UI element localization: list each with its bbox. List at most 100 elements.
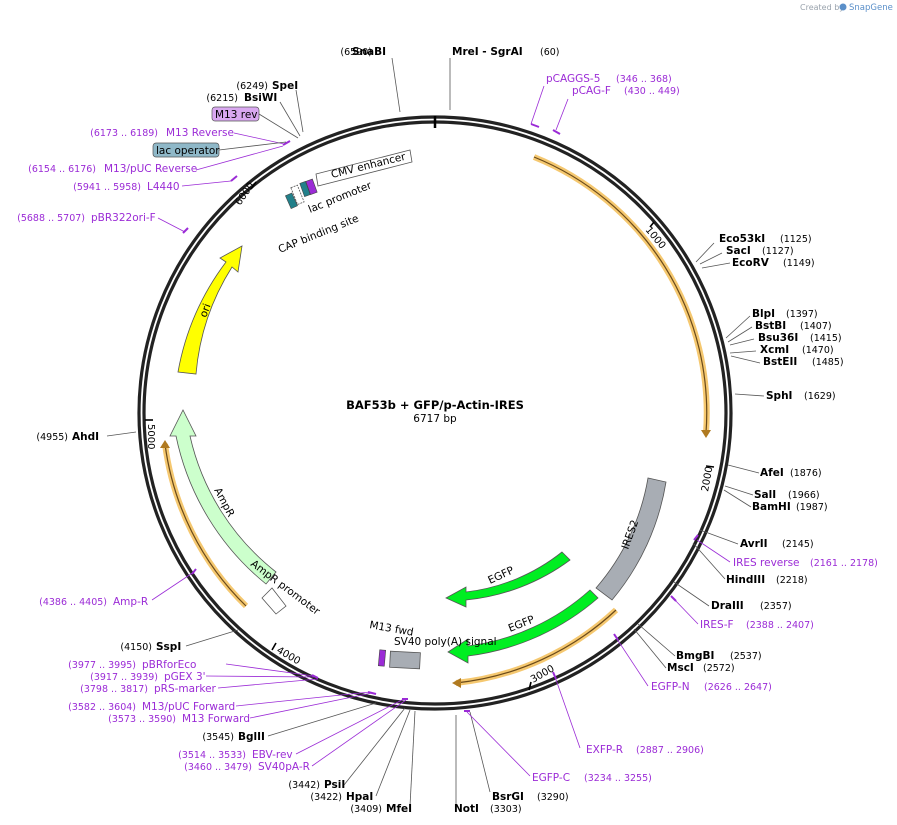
lac-operator-label: lac operator: [156, 145, 220, 157]
primer-name: pGEX 3': [164, 671, 206, 683]
enzyme-name: AhdI: [72, 431, 99, 443]
primer-name: Amp-R: [113, 596, 148, 608]
tick-2000: [705, 465, 715, 468]
primer-pos: (2388 .. 2407): [746, 620, 814, 631]
orf-ring-bottom-line: [455, 609, 617, 684]
primer-pos: (6154 .. 6176): [28, 164, 96, 175]
primer-pos: (346 .. 368): [616, 74, 672, 85]
primer-pos: (5941 .. 5958): [73, 182, 141, 193]
enzyme-name: AfeI: [760, 467, 784, 479]
enzyme-pos: (2218): [776, 575, 808, 586]
primer-pos: (3798 .. 3817): [80, 684, 148, 695]
enzyme-pos: (6249): [236, 81, 268, 92]
enzyme-pos: (3409): [350, 804, 382, 815]
tick-label-5000: 5000: [145, 424, 156, 449]
primer-name: M13 Forward: [182, 713, 250, 725]
enzyme-name: SalI: [754, 489, 776, 501]
primer-name: pBRforEco: [142, 659, 196, 671]
enzyme-name: BsrGI: [492, 791, 524, 803]
enzyme-pos: (60): [540, 47, 560, 58]
enzyme-pos: (1397): [786, 309, 818, 320]
primer-name: pBR322ori-F: [91, 212, 156, 224]
enzyme-name: BlpI: [752, 308, 775, 320]
ori-arrow: [177, 245, 243, 375]
primer-mark-m13rev: [282, 140, 291, 146]
primer-name: M13/pUC Reverse: [104, 163, 197, 175]
created-by-text: Created by: [800, 3, 844, 12]
m13-rev-feature: [305, 178, 318, 195]
primer-name: EBV-rev: [252, 749, 293, 761]
enzyme-pos: (6215): [206, 93, 238, 104]
primer-pos: (3977 .. 3995): [68, 660, 136, 671]
m13-fwd-label: M13 fwd: [368, 619, 414, 639]
primer-pos: (3234 .. 3255): [584, 773, 652, 784]
primer-name: EGFP-C: [532, 772, 570, 784]
enzyme-pos: (1485): [812, 357, 844, 368]
enzyme-pos: (3442): [288, 780, 320, 791]
tick-4000: [271, 642, 277, 651]
tick-1000: [649, 221, 655, 228]
enzyme-name: SacI: [726, 245, 751, 257]
enzyme-name: EcoRV: [732, 257, 770, 269]
enzyme-name: MscI: [667, 662, 694, 674]
primer-name: pCAGGS-5: [546, 73, 600, 85]
enzyme-name: BstBI: [755, 320, 786, 332]
sv40-polya-feature: [389, 650, 421, 670]
primer-pos: (3460 .. 3479): [184, 762, 252, 773]
orf-left-arrow-icon: [160, 440, 170, 448]
enzyme-pos: (1127): [762, 246, 794, 257]
primer-pos: (430 .. 449): [624, 86, 680, 97]
sv40-polya-label: SV40 poly(A) signal: [394, 636, 497, 648]
enzyme-name: AvrII: [740, 538, 768, 550]
enzyme-name: PsiI: [324, 779, 345, 791]
primer-mark-pcaggs5: [530, 123, 540, 128]
enzyme-pos: (2537): [730, 651, 762, 662]
cap-binding-site-label: CAP binding site: [277, 213, 361, 256]
primer-name: M13 Reverse: [166, 127, 234, 139]
enzyme-pos: (4150): [120, 642, 152, 653]
primer-pos: (2626 .. 2647): [704, 682, 772, 693]
enzyme-pos: (1987): [796, 502, 828, 513]
brand-text: SnapGene: [849, 3, 893, 13]
primer-pos: (6173 .. 6189): [90, 128, 158, 139]
ampr-arrow: [169, 409, 277, 585]
enzyme-name: BstEII: [763, 356, 797, 368]
orf-ring-left-line: [164, 443, 247, 607]
m13-rev-label: M13 rev: [215, 109, 258, 121]
cap-binding-site-feature: [285, 192, 298, 210]
enzyme-pos: (1876): [790, 468, 822, 479]
tick-label-2000: 2000: [700, 466, 715, 493]
enzyme-name: MreI - SgrAI: [452, 46, 523, 58]
enzyme-pos: (1629): [804, 391, 836, 402]
lac-promoter-feature: [290, 184, 305, 205]
ires2-feature: [595, 477, 667, 601]
enzyme-pos: (1470): [802, 345, 834, 356]
enzyme-pos: (4955): [36, 432, 68, 443]
primer-name: M13/pUC Forward: [142, 701, 235, 713]
enzyme-pos: (2145): [782, 539, 814, 550]
primer-pos: (2887 .. 2906): [636, 745, 704, 756]
enzyme-pos: (3422): [310, 792, 342, 803]
primer-pos: (2161 .. 2178): [810, 558, 878, 569]
enzyme-pos: (6590): [340, 47, 372, 58]
primer-name: IRES reverse: [733, 557, 800, 569]
ori-label: ori: [198, 302, 214, 319]
enzyme-labels: (6590) SnaBI MreI - SgrAI (60) (6249) Sp…: [36, 46, 843, 815]
enzyme-name: SpeI: [272, 80, 298, 92]
plasmid-size: 6717 bp: [413, 413, 457, 425]
enzyme-pos: (1966): [788, 490, 820, 501]
enzyme-name: BmgBI: [676, 650, 714, 662]
enzyme-name: Bsu36I: [758, 332, 798, 344]
primer-name: pCAG-F: [572, 85, 611, 97]
cmv-enhancer-feature: [315, 149, 413, 187]
snapgene-logo-icon: [839, 3, 847, 11]
tick-6000: [250, 181, 257, 190]
primer-leaders: [151, 85, 731, 777]
primer-pos: (3573 .. 3590): [108, 714, 176, 725]
enzyme-name: HindIII: [726, 574, 765, 586]
primer-mark-pcagf: [552, 129, 561, 135]
orf-bottom-arrow-icon: [452, 678, 461, 688]
primer-pos: (3582 .. 3604): [68, 702, 136, 713]
tick-3000: [528, 681, 532, 691]
